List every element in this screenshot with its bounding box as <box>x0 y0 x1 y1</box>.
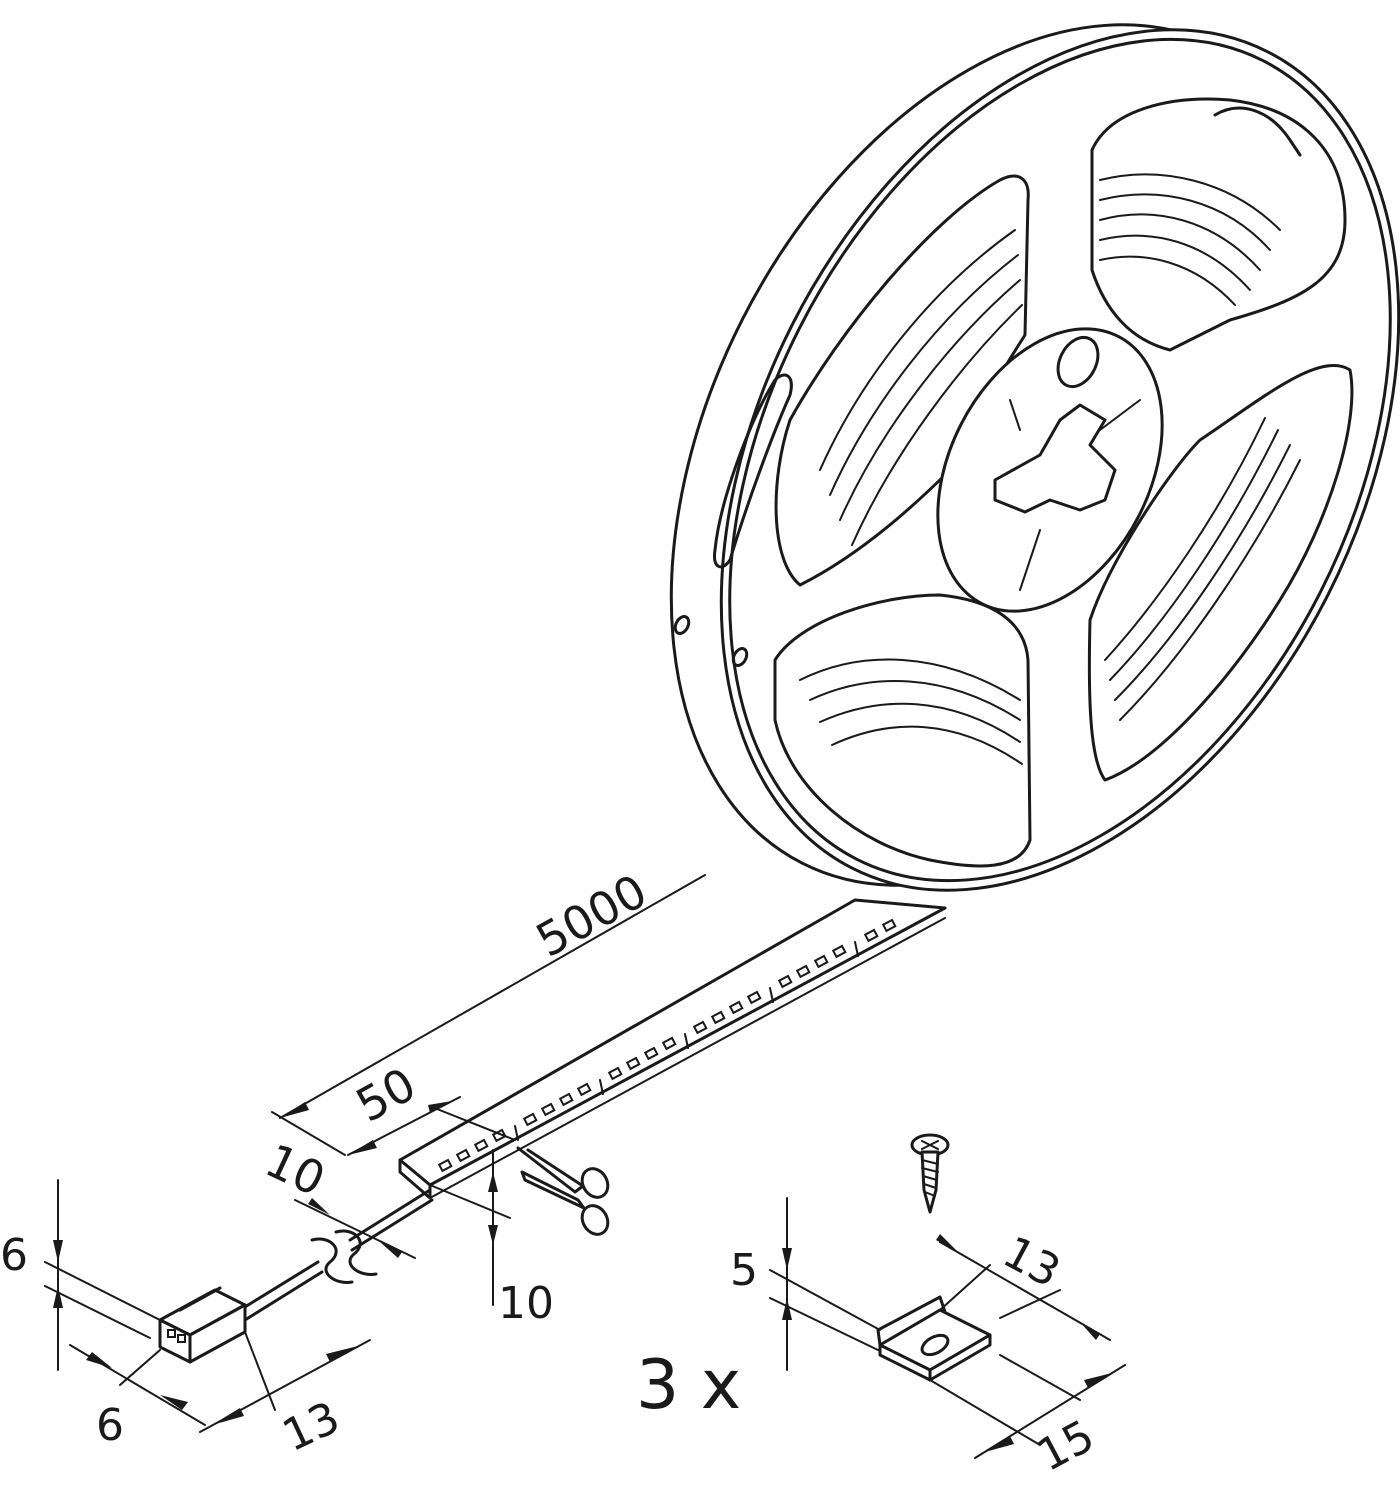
mounting-clip <box>876 1295 992 1382</box>
dim-clip-width: 13 <box>995 1227 1068 1298</box>
reel-window-bottom <box>773 593 1032 868</box>
dimension-lines <box>44 874 1126 1459</box>
clip-quantity: 3 x <box>636 1346 741 1425</box>
reel <box>669 23 1400 892</box>
cable <box>238 1188 434 1322</box>
dim-clip-length: 15 <box>1029 1410 1102 1481</box>
led-strip <box>398 898 947 1200</box>
reel-window-top <box>1090 97 1347 352</box>
screw <box>910 1133 950 1214</box>
scissors-icon <box>516 1146 610 1236</box>
dim-connector-length: 13 <box>275 1392 347 1462</box>
reel-clip <box>993 403 1117 514</box>
dim-strip-width: 10 <box>257 1133 333 1207</box>
dim-strip-height: 10 <box>498 1278 554 1329</box>
reel-coils <box>799 173 1301 765</box>
dim-connector-height: 6 <box>0 1230 28 1281</box>
led-chips <box>437 918 897 1173</box>
dim-connector-width: 6 <box>96 1400 124 1451</box>
dim-clip-height: 5 <box>730 1245 758 1296</box>
dim-strip-length: 5000 <box>527 864 656 968</box>
connector <box>158 1286 247 1364</box>
reel-window-right <box>1087 363 1354 782</box>
